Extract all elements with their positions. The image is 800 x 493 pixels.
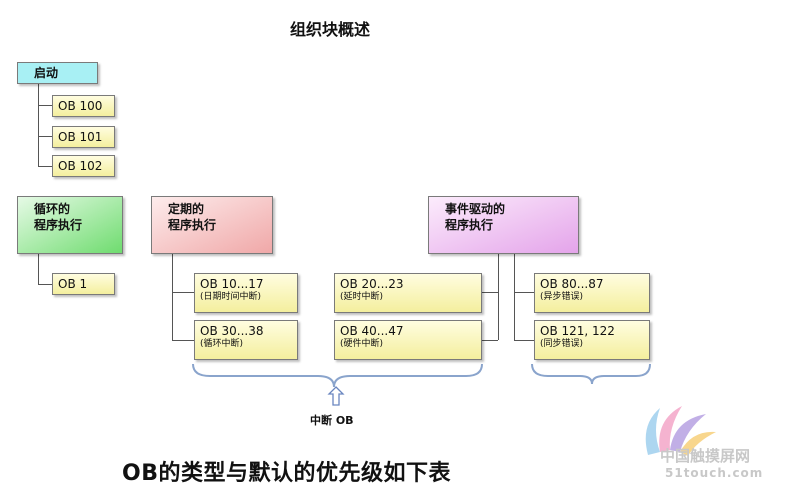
cyclic-connector-vertical [38, 254, 39, 284]
ob-121-desc: (同步错误) [540, 339, 584, 349]
event-label-line1: 事件驱动的 [445, 202, 506, 216]
ob-102-box: OB 102 [52, 155, 115, 177]
timed-connector-ob10 [172, 292, 194, 293]
timed-label-line2: 程序执行 [168, 218, 217, 232]
event-connector-vertical-left [498, 254, 499, 340]
ob-20-box: OB 20...23 (延时中断) [334, 273, 482, 313]
diagram-title: 组织块概述 [289, 20, 370, 39]
ob-40-name: OB 40...47 [340, 324, 404, 338]
event-connector-ob20 [482, 292, 498, 293]
ob-20-desc: (延时中断) [340, 292, 384, 302]
startup-connector-102 [38, 166, 52, 167]
ob-1-label: OB 1 [58, 277, 88, 291]
ob-40-desc: (硬件中断) [340, 339, 384, 349]
timed-label-line1: 定期的 [168, 202, 205, 216]
cyclic-connector-ob1 [38, 284, 52, 285]
ob-101-label: OB 101 [58, 130, 103, 144]
event-category-box: 事件驱动的 程序执行 [428, 196, 579, 254]
startup-connector-vertical [38, 84, 39, 166]
ob-30-box: OB 30...38 (循环中断) [194, 320, 298, 360]
ob-80-box: OB 80...87 (异步错误) [534, 273, 650, 313]
startup-label: 启动 [34, 66, 59, 80]
ob-10-box: OB 10...17 (日期时间中断) [194, 273, 298, 313]
right-brace [531, 363, 651, 385]
ob-102-label: OB 102 [58, 159, 103, 173]
cyclic-label-line1: 循环的 [34, 202, 71, 216]
event-connector-ob40 [482, 340, 498, 341]
ob-30-desc: (循环中断) [200, 339, 244, 349]
interrupt-ob-label: 中断 OB [310, 414, 354, 427]
watermark-text: 中国触摸屏网 [660, 447, 751, 465]
timed-connector-vertical [172, 254, 173, 340]
event-connector-vertical-right [514, 254, 515, 340]
cyclic-category-box: 循环的 程序执行 [17, 196, 123, 254]
event-label-line2: 程序执行 [445, 218, 494, 232]
left-brace [192, 363, 483, 388]
ob-100-box: OB 100 [52, 95, 115, 117]
ob-1-box: OB 1 [52, 273, 115, 295]
swoosh-logo [645, 406, 716, 456]
watermark-url: 51touch.com [665, 466, 764, 480]
ob-20-name: OB 20...23 [340, 277, 404, 291]
ob-80-desc: (异步错误) [540, 292, 584, 302]
event-connector-ob121 [514, 340, 534, 341]
ob-10-desc: (日期时间中断) [200, 292, 262, 302]
ob-10-name: OB 10...17 [200, 277, 264, 291]
ob-40-box: OB 40...47 (硬件中断) [334, 320, 482, 360]
ob-121-name: OB 121, 122 [540, 324, 615, 338]
ob-101-box: OB 101 [52, 126, 115, 148]
startup-connector-100 [38, 105, 52, 106]
cyclic-label-line2: 程序执行 [34, 218, 83, 232]
startup-connector-101 [38, 136, 52, 137]
ob-100-label: OB 100 [58, 99, 103, 113]
up-arrow-icon [327, 386, 345, 406]
ob-121-box: OB 121, 122 (同步错误) [534, 320, 650, 360]
ob-80-name: OB 80...87 [540, 277, 604, 291]
ob-30-name: OB 30...38 [200, 324, 264, 338]
event-connector-ob80 [514, 292, 534, 293]
timed-connector-ob30 [172, 340, 194, 341]
timed-category-box: 定期的 程序执行 [151, 196, 273, 254]
bottom-caption: OB的类型与默认的优先级如下表 [122, 461, 451, 486]
startup-category-box: 启动 [17, 62, 98, 84]
